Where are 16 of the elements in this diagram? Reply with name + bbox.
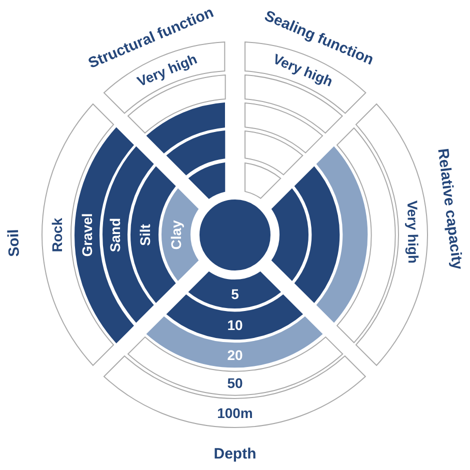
- segment-label: 5: [231, 286, 239, 301]
- segment-label: 20: [227, 348, 243, 362]
- segment-label: Gravel: [80, 213, 94, 257]
- segment-label: Very high: [406, 200, 421, 264]
- segment-label: 50: [227, 376, 243, 390]
- segment-label: Very high: [272, 52, 336, 89]
- segment-label: 10: [227, 318, 243, 332]
- segment-label: Silt: [138, 224, 152, 246]
- sector-heading: Soil: [6, 228, 22, 257]
- sector-heading: Depth: [214, 446, 256, 462]
- segment-label: 100m: [217, 406, 253, 420]
- segment-label: Clay: [169, 220, 183, 250]
- segment-label: Sand: [108, 218, 122, 252]
- sector-heading: Relative capacity: [436, 147, 466, 270]
- segment-label: Very high: [134, 52, 198, 89]
- segment-label: Rock: [50, 218, 64, 252]
